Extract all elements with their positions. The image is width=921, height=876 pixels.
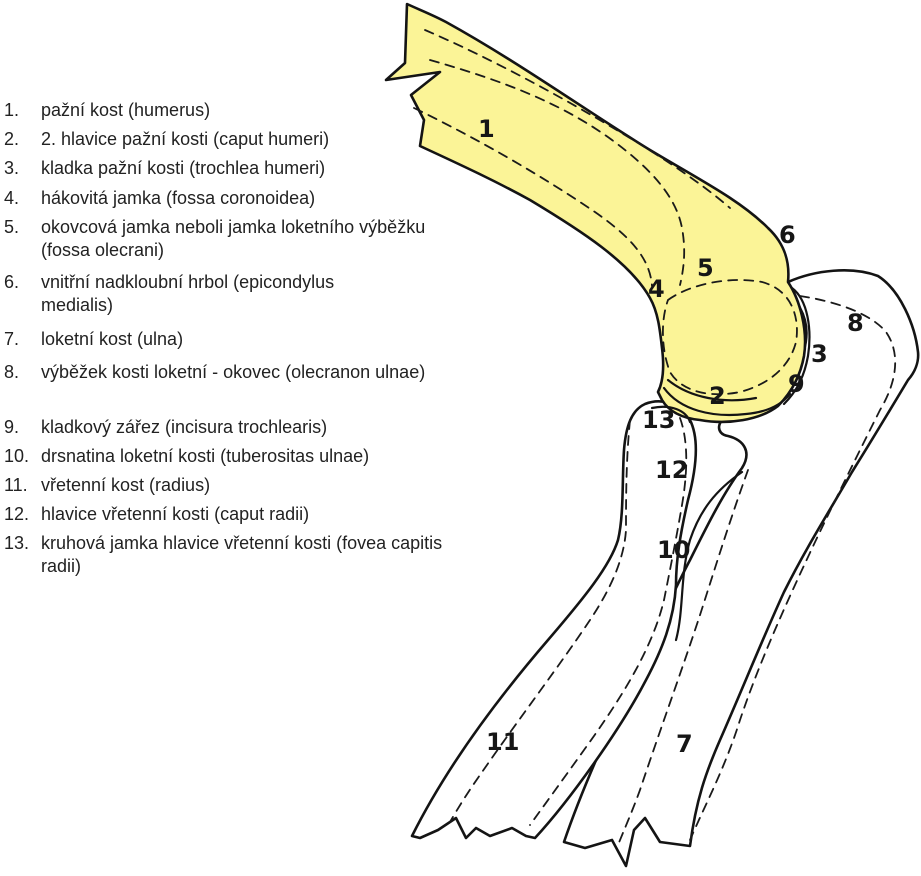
legend-number: 10.	[4, 446, 30, 466]
humerus-axis-upper	[429, 59, 686, 286]
legend-number: 12.	[4, 504, 30, 524]
legend-number: 7.	[4, 329, 20, 349]
legend-number: 2.	[4, 129, 20, 149]
legend-number: 6.	[4, 272, 20, 292]
trochlear-notch	[782, 286, 811, 406]
legend-text: hákovitá jamka (fossa coronoidea)	[41, 188, 316, 208]
legend-number: 1.	[4, 100, 20, 120]
legend-text: hlavice vřetenní kosti (caput radii)	[41, 504, 310, 524]
legend-number: 4.	[4, 188, 20, 208]
label-12: 12	[655, 456, 688, 484]
legend-text: výběžek kosti loketní - okovec (olecrano…	[41, 362, 426, 382]
ulna-axis-left	[617, 469, 749, 846]
radius-axis-left	[449, 419, 631, 823]
radius-axis-right	[529, 417, 688, 826]
label-10: 10	[657, 536, 690, 564]
legend-number: 13.	[4, 533, 30, 553]
legend-text: vnitřní nadkloubní hrbol (epicondylus me…	[41, 272, 335, 315]
radius-bone	[410, 400, 698, 840]
legend: 1. pažní kost (humerus) 2. 2. hlavice pa…	[0, 0, 470, 600]
legend-text: okovcová jamka neboli jamka loketního vý…	[41, 217, 426, 260]
legend-text: kladka pažní kosti (trochlea humeri)	[41, 158, 326, 178]
legend-text: loketní kost (ulna)	[41, 329, 184, 349]
legend-number: 9.	[4, 417, 20, 437]
trochlea-contour	[662, 279, 798, 396]
legend-text: drsnatina loketní kosti (tuberositas uln…	[41, 446, 370, 466]
humerus-axis-top	[424, 29, 731, 209]
legend-number: 3.	[4, 158, 20, 178]
label-6: 6	[779, 221, 796, 249]
label-9: 9	[788, 370, 805, 398]
legend-number: 11.	[4, 475, 28, 495]
legend-number: 5.	[4, 217, 20, 237]
legend-number: 8.	[4, 362, 20, 382]
legend-text: kladkový zářez (incisura trochlearis)	[41, 417, 328, 437]
humerus-axis-lower	[413, 107, 653, 287]
legend-text: pažní kost (humerus)	[41, 100, 211, 120]
radius-head-outline	[650, 405, 692, 424]
label-4: 4	[648, 275, 665, 303]
capitulum-arc	[662, 386, 792, 417]
capitulum-arc-inner	[666, 378, 758, 402]
label-8: 8	[847, 309, 864, 337]
label-3: 3	[811, 340, 828, 368]
label-2: 2	[709, 382, 726, 410]
legend-text: 2. hlavice pažní kosti (caput humeri)	[41, 129, 330, 149]
label-7: 7	[676, 730, 693, 758]
ulna-axis-right	[689, 295, 897, 841]
label-11: 11	[486, 728, 519, 756]
legend-text: kruhová jamka hlavice vřetenní kosti (fo…	[41, 533, 443, 576]
label-13: 13	[642, 406, 675, 434]
legend-text: vřetenní kost (radius)	[41, 475, 211, 495]
label-5: 5	[697, 254, 714, 282]
ulna-tuberosity-line	[674, 470, 744, 642]
label-1: 1	[478, 115, 495, 143]
